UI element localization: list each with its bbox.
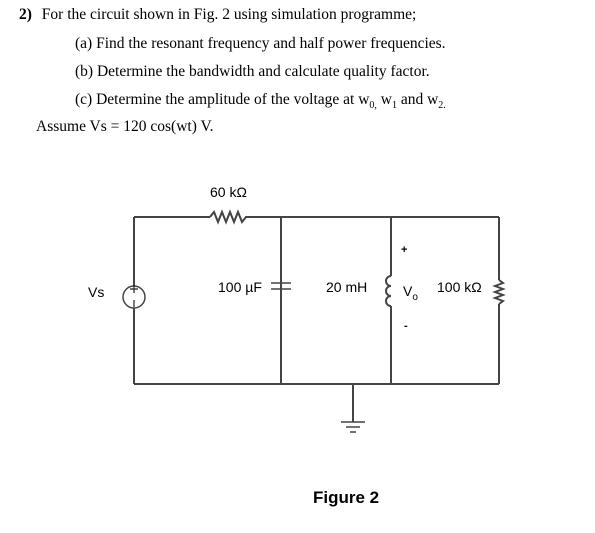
series-resistor-symbol <box>209 209 254 225</box>
output-voltage-label: Vo <box>403 283 418 303</box>
output-minus-sign: - <box>404 320 408 332</box>
problem-heading: 2) For the circuit shown in Fig. 2 using… <box>19 6 416 24</box>
inductor-symbol <box>385 275 392 307</box>
load-resistor-label: 100 kΩ <box>437 279 482 295</box>
assumption-text: Assume Vs = 120 cos(wt) V. <box>36 118 214 135</box>
load-resistor-symbol <box>492 279 506 305</box>
part-a-text: (a) Find the resonant frequency and half… <box>75 35 446 52</box>
output-plus-sign: + <box>401 244 408 256</box>
series-resistor-label: 60 kΩ <box>210 184 247 200</box>
source-plus-icon <box>130 285 138 293</box>
problem-intro: For the circuit shown in Fig. 2 using si… <box>41 6 417 23</box>
capacitor-symbol <box>271 282 291 290</box>
part-b-text: (b) Determine the bandwidth and calculat… <box>75 63 430 80</box>
part-c-text: (c) Determine the amplitude of the volta… <box>75 91 446 112</box>
figure-caption: Figure 2 <box>313 488 380 507</box>
source-label: Vs <box>88 284 105 300</box>
inductor-label: 20 mH <box>326 279 368 295</box>
problem-number: 2) <box>19 6 32 23</box>
ground-icon <box>341 421 365 433</box>
capacitor-label: 100 µF <box>218 279 262 295</box>
